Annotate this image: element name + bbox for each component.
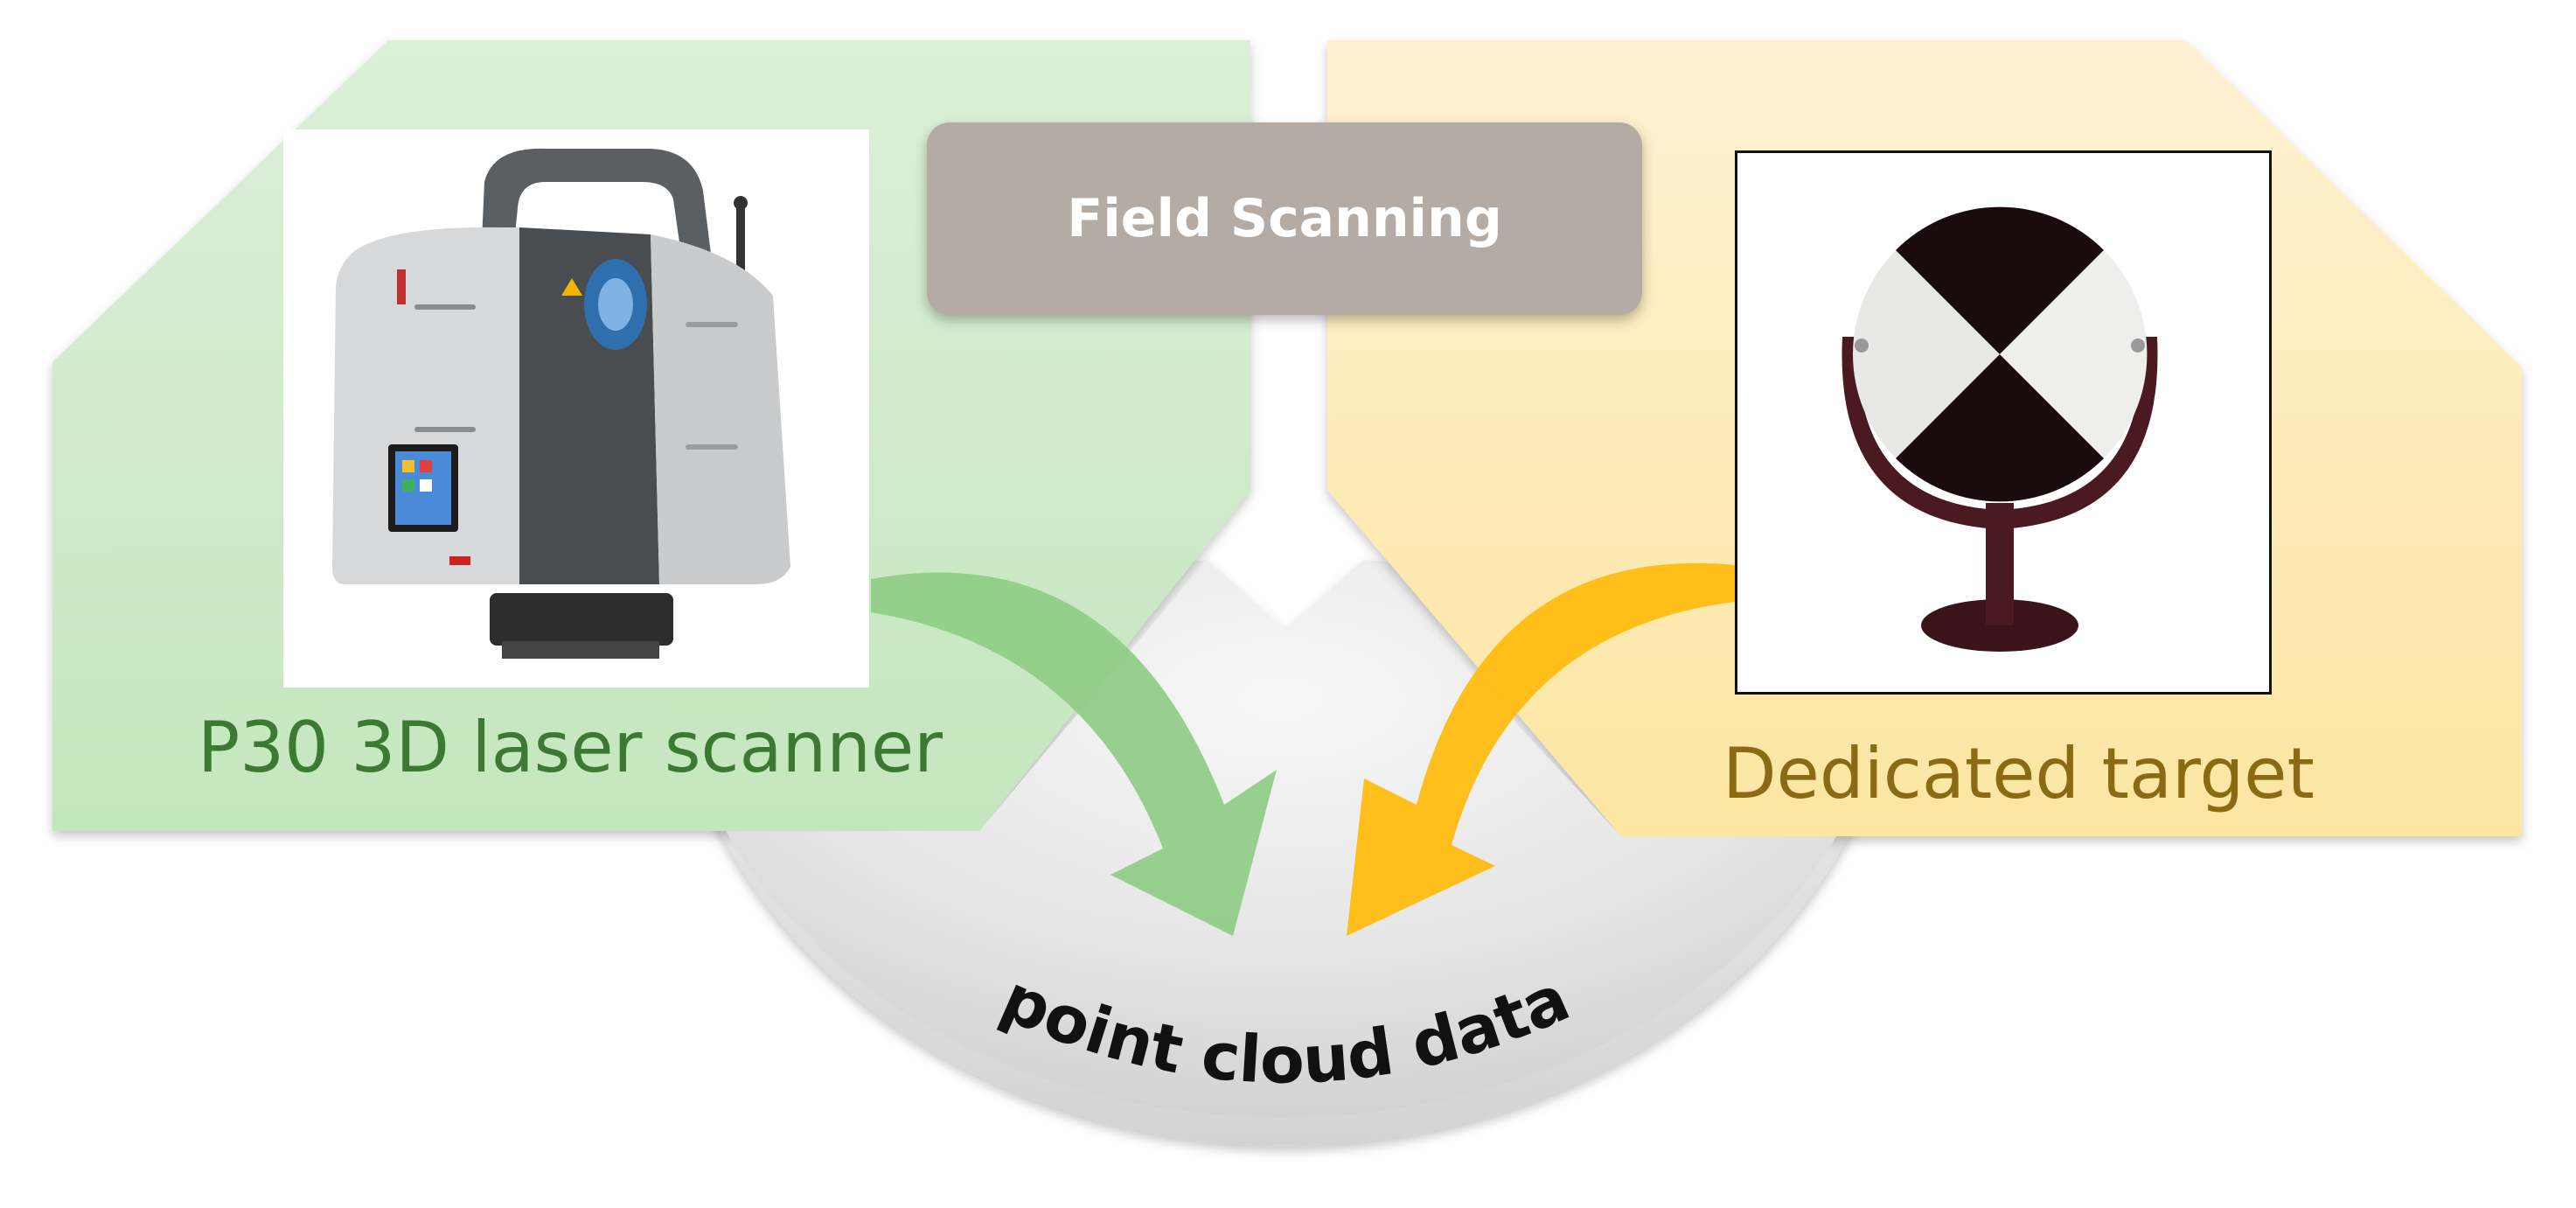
title-box: Field Scanning bbox=[927, 122, 1642, 315]
scanner-label: P30 3D laser scanner bbox=[198, 707, 943, 788]
laser-scanner-icon bbox=[332, 148, 790, 659]
diagram-title: Field Scanning bbox=[1067, 188, 1502, 249]
green-curved-arrow-icon bbox=[871, 572, 1277, 936]
point-cloud-bowl-front bbox=[726, 560, 1836, 1118]
target-icon bbox=[1841, 206, 2158, 652]
point-cloud-label: point cloud data bbox=[991, 960, 1580, 1099]
yellow-curved-arrow-icon bbox=[1347, 562, 1735, 936]
target-label: Dedicated target bbox=[1723, 733, 2315, 814]
checkerboard-target-image bbox=[1735, 150, 2272, 695]
laser-scanner-image bbox=[283, 129, 869, 688]
